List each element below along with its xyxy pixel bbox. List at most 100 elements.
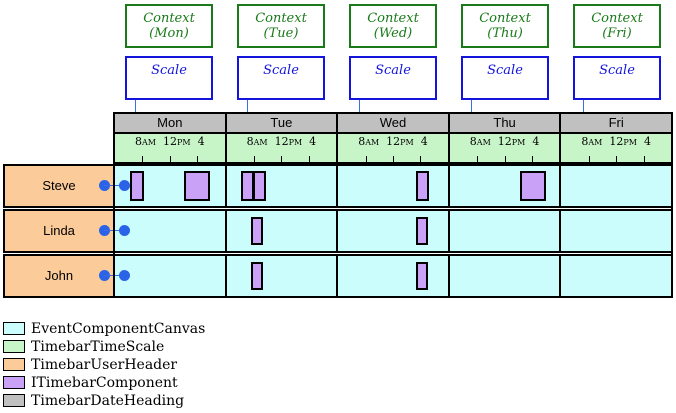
tick-label-8am: 8AM [246, 135, 268, 148]
context-box-3: Context(Thu) [461, 4, 549, 48]
legend-label-1: TimebarTimeScale [31, 339, 165, 355]
timebar-component-3[interactable] [252, 171, 266, 201]
date-heading-wed: Wed [338, 114, 450, 132]
time-scale-cell-thu: 8AM 12PM 4 [449, 134, 562, 162]
context-box-1: Context(Tue) [237, 4, 325, 48]
time-scale-cell-fri: 8AM 12PM 4 [561, 134, 671, 162]
legend-label-3: ITimebarComponent [31, 375, 178, 391]
time-scale-labels: 8AM 12PM 4 [338, 135, 448, 148]
tick-label-12pm: 12PM [386, 135, 414, 148]
time-scale-labels: 8AM 12PM 4 [561, 135, 671, 148]
context-box-4: Context(Fri) [573, 4, 661, 48]
user-header-john[interactable]: John [3, 254, 115, 298]
tick-label-12pm: 12PM [162, 135, 191, 148]
context-box-subtitle: (Wed) [373, 26, 413, 41]
time-scale-tick-2 [531, 156, 533, 162]
date-heading-fri: Fri [561, 114, 671, 132]
canvas-cell-john-fri[interactable] [561, 256, 671, 296]
tick-label-4: 4 [532, 135, 540, 148]
scale-box-label: Scale [375, 63, 411, 78]
canvas-cell-john-thu[interactable] [449, 256, 562, 296]
time-scale-tick-1 [504, 156, 506, 162]
timebar-component-2[interactable] [240, 171, 254, 201]
canvas-cell-linda-thu[interactable] [449, 211, 562, 251]
time-scale-tick-1 [281, 156, 283, 162]
tick-label-4: 4 [309, 135, 317, 148]
timebar-component-1[interactable] [184, 171, 211, 201]
user-link-dot-right-linda [119, 225, 130, 236]
canvas-cell-linda-wed[interactable] [338, 211, 450, 251]
legend-swatch-0 [3, 322, 25, 335]
legend-swatch-2 [3, 358, 25, 371]
canvas-cell-linda-tue[interactable] [226, 211, 339, 251]
context-box-title: Context [367, 11, 419, 26]
time-scale-cell-mon: 8AM 12PM 4 [115, 134, 227, 162]
event-canvas-linda [113, 209, 673, 253]
time-scale-cell-tue: 8AM 12PM 4 [226, 134, 339, 162]
user-row-steve: Steve [3, 164, 673, 208]
time-scale-tick-0 [253, 156, 255, 162]
scale-box-1: Scale [237, 56, 325, 100]
scale-box-3: Scale [461, 56, 549, 100]
canvas-cell-john-tue[interactable] [226, 256, 339, 296]
canvas-cell-linda-mon[interactable] [115, 211, 227, 251]
timebar-component-7[interactable] [415, 217, 428, 245]
scale-box-label: Scale [487, 63, 523, 78]
timebar-component-9[interactable] [415, 262, 428, 290]
legend-item-4: TimebarDateHeading [3, 392, 303, 410]
timebar-component-6[interactable] [250, 217, 263, 245]
time-scale-tick-2 [197, 156, 199, 162]
time-scale-tick-0 [588, 156, 590, 162]
scale-box-4: Scale [573, 56, 661, 100]
scale-box-0: Scale [125, 56, 213, 100]
context-box-subtitle: (Thu) [487, 26, 523, 41]
canvas-cell-steve-wed[interactable] [338, 166, 450, 206]
grid-outline [113, 112, 673, 298]
legend-label-0: EventComponentCanvas [31, 321, 206, 337]
legend-label-2: TimebarUserHeader [31, 357, 178, 373]
user-link-dot-right-john [119, 270, 130, 281]
scale-box-label: Scale [263, 63, 299, 78]
canvas-cell-john-mon[interactable] [115, 256, 227, 296]
canvas-cell-steve-fri[interactable] [561, 166, 671, 206]
legend-label-4: TimebarDateHeading [31, 393, 185, 409]
context-box-title: Context [255, 11, 307, 26]
context-box-title: Context [479, 11, 531, 26]
legend-swatch-3 [3, 376, 25, 389]
canvas-cell-steve-tue[interactable] [226, 166, 339, 206]
tick-label-8am: 8AM [135, 135, 156, 148]
timebar-component-8[interactable] [250, 262, 263, 290]
tick-label-4: 4 [643, 135, 651, 148]
date-heading-thu: Thu [449, 114, 562, 132]
canvas-cell-john-wed[interactable] [338, 256, 450, 296]
context-box-0: Context(Mon) [125, 4, 213, 48]
user-header-steve[interactable]: Steve [3, 164, 115, 208]
date-heading-tue: Tue [226, 114, 339, 132]
legend-item-0: EventComponentCanvas [3, 320, 303, 338]
canvas-cell-steve-mon[interactable] [115, 166, 227, 206]
user-link-dot-right-steve [119, 180, 130, 191]
tick-label-8am: 8AM [469, 135, 491, 148]
canvas-cell-linda-fri[interactable] [561, 211, 671, 251]
event-canvas-steve [113, 164, 673, 208]
legend-swatch-4 [3, 394, 25, 407]
tick-label-12pm: 12PM [497, 135, 526, 148]
tick-label-12pm: 12PM [274, 135, 303, 148]
timebar-component-0[interactable] [130, 171, 145, 201]
canvas-cell-steve-thu[interactable] [449, 166, 562, 206]
time-scale-tick-1 [616, 156, 618, 162]
timebar-component-5[interactable] [519, 171, 546, 201]
user-header-linda[interactable]: Linda [3, 209, 115, 253]
time-scale-tick-1 [169, 156, 171, 162]
time-scale-cell-wed: 8AM 12PM 4 [338, 134, 450, 162]
user-row-linda: Linda [3, 209, 673, 253]
scale-box-label: Scale [151, 63, 187, 78]
context-box-subtitle: (Tue) [263, 26, 299, 41]
context-box-title: Context [591, 11, 643, 26]
tick-label-8am: 8AM [358, 135, 380, 148]
timebar-component-4[interactable] [415, 171, 429, 201]
date-heading-mon: Mon [115, 114, 227, 132]
legend-item-2: TimebarUserHeader [3, 356, 303, 374]
